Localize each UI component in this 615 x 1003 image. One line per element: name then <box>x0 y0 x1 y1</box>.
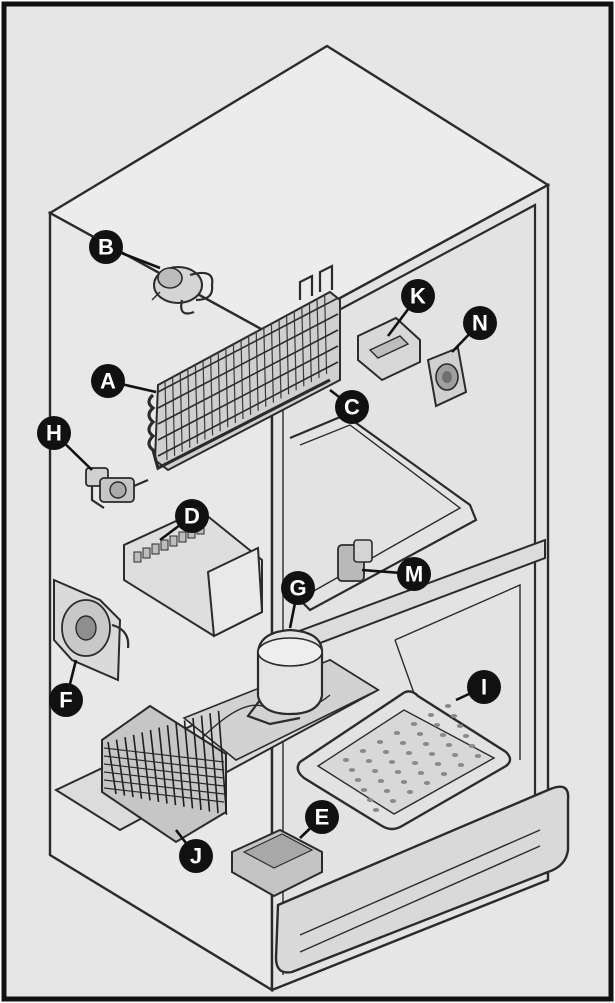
callout-label: J <box>190 844 202 869</box>
callout-markers: A B C D E F G H I J K M N <box>37 230 501 873</box>
callout-circle <box>281 571 315 605</box>
drain-pan <box>296 690 512 831</box>
callout-label: I <box>481 675 487 700</box>
evaporator-fan-motor <box>151 266 214 315</box>
condenser-coil <box>101 704 228 844</box>
callout-circle <box>463 306 497 340</box>
callout-e: E <box>305 800 339 834</box>
callout-circle <box>37 416 71 450</box>
callout-i: I <box>467 670 501 704</box>
callout-label: K <box>410 284 426 309</box>
callout-label: G <box>289 576 306 601</box>
callout-g: G <box>281 571 315 605</box>
callout-circle <box>175 499 209 533</box>
callout-a: A <box>91 364 125 398</box>
callout-label: N <box>472 311 488 336</box>
crisper-drawer-front <box>274 785 570 974</box>
callout-f: F <box>49 683 83 717</box>
evaporator-coil <box>147 264 341 472</box>
callout-circle <box>467 670 501 704</box>
callout-circle <box>397 557 431 591</box>
callout-circle <box>305 800 339 834</box>
callout-h: H <box>37 416 71 450</box>
callout-circle <box>91 364 125 398</box>
callout-label: C <box>344 395 360 420</box>
callout-n: N <box>463 306 497 340</box>
callout-circle <box>401 279 435 313</box>
air-damper-control <box>357 316 421 382</box>
water-inlet-valve <box>85 467 149 509</box>
callout-d: D <box>175 499 209 533</box>
callout-k: K <box>401 279 435 313</box>
ice-maker <box>123 508 264 638</box>
temperature-sensor <box>337 539 373 582</box>
callout-c: C <box>335 390 369 424</box>
callout-b: B <box>89 230 123 264</box>
callout-label: F <box>59 688 72 713</box>
callout-m: M <box>397 557 431 591</box>
compressor <box>246 628 324 726</box>
callout-circle <box>89 230 123 264</box>
fresh-food-fan-grille <box>426 346 468 408</box>
callout-circle <box>49 683 83 717</box>
callout-circle <box>179 839 213 873</box>
callout-j: J <box>179 839 213 873</box>
callout-circle <box>335 390 369 424</box>
callout-label: M <box>405 562 423 587</box>
control-board-box <box>231 828 323 898</box>
callout-label: H <box>46 421 62 446</box>
condenser-fan <box>53 578 130 682</box>
callout-label: B <box>98 235 114 260</box>
callout-label: A <box>100 369 116 394</box>
callout-label: E <box>315 805 330 830</box>
callout-label: D <box>184 504 200 529</box>
